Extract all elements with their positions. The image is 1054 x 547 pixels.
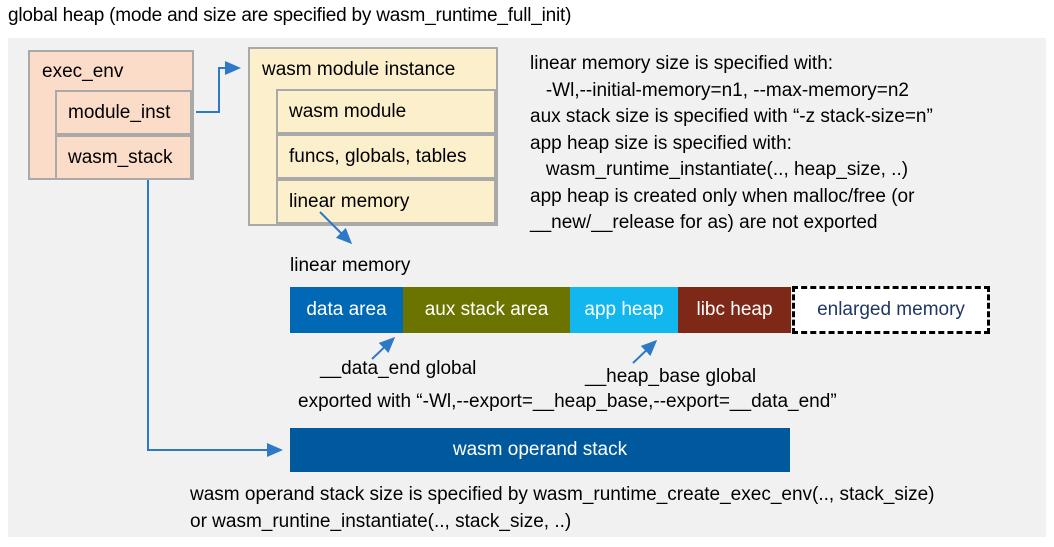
linear-memory-label: linear memory [290,255,411,276]
module-instance-row-funcs-globals-tables: funcs, globals, tables [276,134,496,179]
note-line: linear memory size is specified with: [530,53,834,74]
exec-env-title: exec_env [42,61,124,82]
exported-flags-label: exported with “-Wl,--export=__heap_base,… [298,391,837,412]
memory-size-notes: linear memory size is specified with: -W… [530,51,1042,237]
note-line: __new/__release for as) are not exported [530,212,878,233]
segment-libc-heap: libc heap [678,287,791,333]
diagram-title: global heap (mode and size are specified… [8,5,572,26]
segment-aux-stack-area: aux stack area [403,287,570,333]
note-line: app heap is created only when malloc/fre… [530,185,915,207]
module-instance-row-wasm-module: wasm module [276,89,496,134]
note-line: -Wl,--initial-memory=n1, --max-memory=n2 [530,79,909,101]
exec-env-box: exec_env module_inst wasm_stack [28,50,194,180]
note-line: app heap size is specified with: [530,132,792,154]
operand-stack-notes: wasm operand stack size is specified by … [190,481,935,535]
data-end-global-label: __data_end global [320,358,477,379]
module-instance-title: wasm module instance [262,59,456,80]
exec-env-row-wasm-stack: wasm_stack [55,135,192,180]
exec-env-row-module-inst: module_inst [55,90,192,135]
heap-base-global-label: __heap_base global [585,366,757,387]
note-line: wasm operand stack size is specified by … [190,484,935,505]
note-line: aux stack size is specified with “-z sta… [530,106,933,127]
segment-app-heap: app heap [570,287,678,333]
wasm-operand-stack-bar: wasm operand stack [290,428,790,472]
segment-enlarged-memory: enlarged memory [792,286,990,334]
module-instance-box: wasm module instance wasm module funcs, … [248,47,498,226]
note-line: or wasm_runtine_instantiate(.., stack_si… [190,511,572,532]
module-instance-row-linear-memory: linear memory [276,179,496,224]
segment-data-area: data area [290,287,403,333]
linear-memory-bar: data area aux stack area app heap libc h… [290,287,791,333]
note-line: wasm_runtime_instantiate(.., heap_size, … [530,159,909,180]
